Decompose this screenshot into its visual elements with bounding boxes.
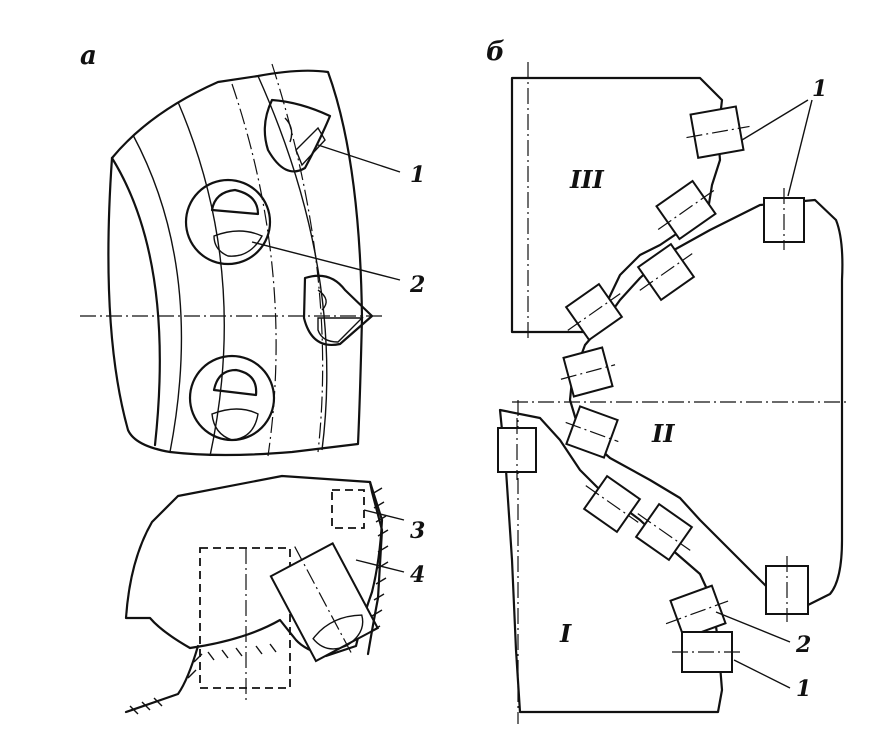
callout-a-1: 1 <box>410 162 425 188</box>
panel-a-letter: а <box>80 41 97 71</box>
cutter <box>560 346 616 398</box>
callout-b-2: 2 <box>795 632 811 658</box>
leader-b1 <box>741 99 809 141</box>
leader-b1 <box>787 99 813 197</box>
cutter <box>564 282 624 342</box>
cutter <box>655 179 717 241</box>
leader-4 <box>355 559 405 573</box>
panel-a-face-view <box>80 63 401 457</box>
cutter <box>565 405 619 459</box>
wall-hatching <box>129 487 389 715</box>
zone-II: II <box>651 419 675 448</box>
cutter-2 <box>665 584 729 640</box>
tilted-cutter <box>269 542 380 663</box>
callout-b-1-bottom: 1 <box>796 676 811 702</box>
leader-3 <box>363 509 405 521</box>
panel-a-section-view <box>124 474 405 715</box>
cutter-1b <box>763 188 805 250</box>
insert-4 <box>188 354 276 442</box>
callout-a-4: 4 <box>410 562 425 588</box>
callout-a-3: 3 <box>410 518 425 544</box>
cutter <box>636 242 696 302</box>
zone-III: III <box>569 165 604 194</box>
insert-2 <box>184 178 272 266</box>
insert-1 <box>263 98 332 173</box>
callout-b-1-top: 1 <box>812 76 827 102</box>
panel-b-layout <box>497 62 846 724</box>
cutter <box>582 474 642 534</box>
panel-b-letter: б <box>486 37 505 67</box>
cutter-1c <box>672 631 740 673</box>
leader-b1-low <box>733 659 791 689</box>
leader-2 <box>251 241 401 281</box>
leader-b2 <box>715 611 791 643</box>
cutter <box>634 502 694 562</box>
cutter-1a <box>686 105 750 159</box>
cutter-right <box>765 556 809 622</box>
callout-a-2: 2 <box>409 272 425 298</box>
cutter-edge <box>497 418 537 480</box>
zone-I: I <box>559 619 572 648</box>
insert-3 <box>302 274 374 347</box>
dashed-insert-outline <box>199 547 291 689</box>
block-II <box>568 198 844 608</box>
leader-1 <box>317 144 401 173</box>
